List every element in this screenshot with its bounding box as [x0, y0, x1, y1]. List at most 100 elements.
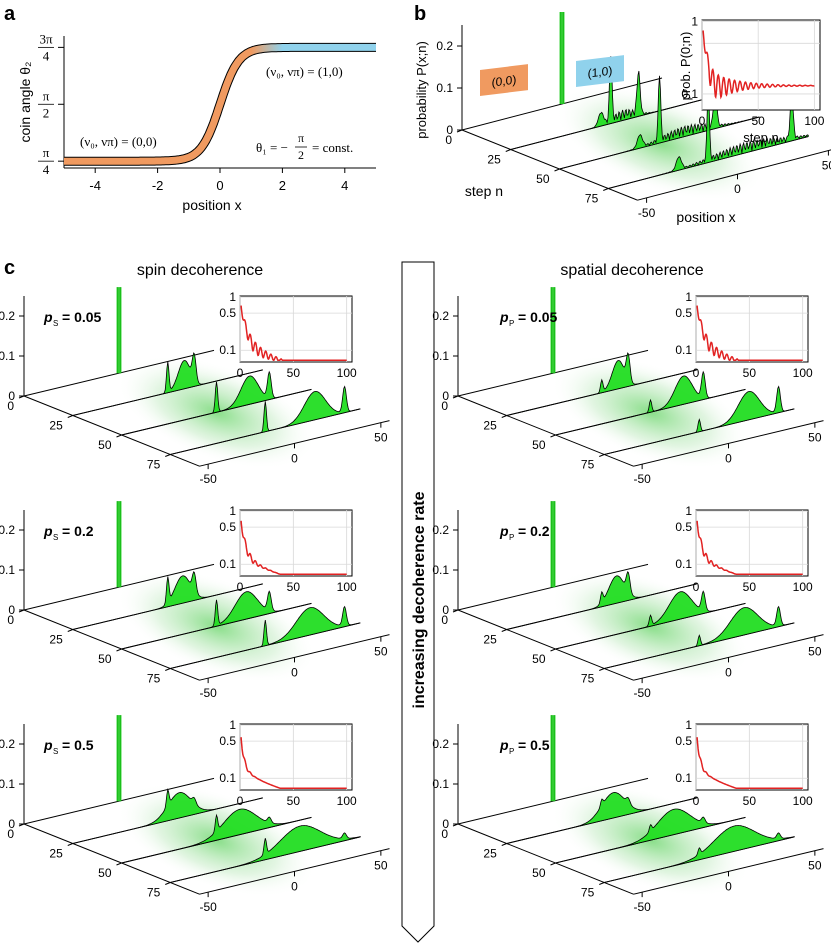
panel-b-x-tick-label: -50	[638, 206, 656, 220]
spin-1-p-symbol: p	[43, 523, 53, 539]
spatial-0-distribution-n25	[506, 352, 697, 416]
spin-2-n-tick-label: 75	[147, 886, 161, 900]
spin-2-inset-x-tick-label: 0	[237, 794, 244, 808]
spatial-2-p-value: = 0.5	[518, 737, 550, 753]
spatial-1-inset-x-tick-label: 100	[793, 580, 813, 594]
spatial-1-p-value: = 0.2	[518, 523, 550, 539]
panel-b-region-box-left	[480, 64, 528, 96]
spin-2-x-tick-label: -50	[199, 900, 217, 914]
spin-1-inset-y-tick-label: 1	[229, 504, 236, 518]
spatial-2-p-sub: P	[509, 747, 514, 756]
panel-b-ylabel: step n	[465, 183, 503, 199]
spin-2-p-symbol: p	[43, 737, 53, 753]
panel-b-inset-x-tick-label: 100	[804, 114, 824, 128]
panel-a-coin-angle-curve-fill	[62, 43, 378, 165]
spin-2-x-tick-label: 0	[291, 879, 298, 893]
spatial-2-inset-frame	[695, 723, 809, 791]
spatial-0-inset-x-tick-label: 0	[693, 366, 700, 380]
panel-b-inset-xlabel: step n	[743, 130, 778, 145]
spatial-2-n-tick-label: 75	[581, 886, 595, 900]
spatial-2-inset-x-tick-label: 0	[693, 794, 700, 808]
spatial-1-n-tick-label: 75	[581, 672, 595, 686]
spin-0-p-sub: S	[53, 319, 58, 328]
panel-a-label: a	[4, 3, 16, 25]
spin-2-inset-curve	[240, 737, 347, 789]
panel-b-n-tick-label: 25	[487, 153, 501, 167]
spin-2-n-tick	[67, 843, 73, 846]
spatial-2-inset-y-tick-label: 0.5	[675, 734, 692, 748]
panel-b-distribution-n50	[559, 75, 760, 170]
panel-c-label: c	[4, 257, 15, 279]
spatial-0-inset-x-tick-label: 100	[793, 366, 813, 380]
panel-b-n-tick-label: 75	[585, 192, 599, 206]
spin-2-n-tick	[18, 823, 25, 827]
spin-1-p-sub: S	[53, 533, 58, 542]
spin-0-distribution-n50	[121, 370, 312, 436]
decoherence-rate-arrow-label: increasing decoherence rate	[411, 491, 428, 708]
panel-b-zlabel: probability P(x;n)	[414, 41, 429, 139]
panel-b-x-tick-label: 50	[822, 159, 831, 173]
panel-b-z-tick-label: 0.1	[436, 81, 453, 95]
panel-a-y-tick-num: π	[43, 145, 50, 160]
panel-b-inset-curve	[702, 30, 815, 100]
spatial-1-n-tick	[550, 648, 556, 652]
spin-2-distribution-n25	[72, 787, 263, 844]
spin-2-n-tick	[116, 862, 122, 866]
spatial-0-n-tick-label: 50	[532, 438, 546, 452]
spin-0-x-tick-label: 0	[291, 451, 298, 465]
spin-0-n-tick-label: 75	[147, 458, 161, 472]
panel-a-y-tick-num: π	[43, 88, 50, 103]
spatial-2-z-tick-label: 0.2	[432, 737, 449, 751]
spatial-2-distribution-n25	[506, 791, 697, 844]
spatial-2-n-tick-label: 0	[441, 827, 448, 841]
spatial-1-inset-y-tick-label: 0.1	[675, 557, 692, 571]
spatial-1-inset-y-tick-label: 1	[685, 504, 692, 518]
spatial-2-x-tick-label: 0	[725, 879, 732, 893]
panel-a-y-tick-den: 2	[43, 105, 50, 120]
panel-a-x-tick-label: -4	[89, 178, 101, 193]
spin-2-inset-x-tick-label: 100	[337, 794, 357, 808]
spin-2-p-sub: S	[53, 747, 58, 756]
spatial-1-inset-curve	[696, 520, 803, 575]
spatial-0-distribution-n50	[555, 370, 746, 436]
spin-2-distribution-n75	[170, 825, 361, 883]
spatial-decoherence-title: spatial decoherence	[560, 262, 703, 279]
spin-1-n-tick-label: 25	[49, 633, 63, 647]
panel-a-theta1-label: θ₁ = −	[256, 140, 288, 155]
panel-b-inset-x-tick-label: 50	[752, 114, 766, 128]
spatial-0-n-tick-label: 0	[441, 399, 448, 413]
spatial-0-inset-x-tick-label: 50	[743, 366, 757, 380]
panel-b-n-tick-label: 50	[536, 172, 550, 186]
panel-b-region-label-right: (1,0)	[576, 55, 624, 87]
spatial-1-inset-x-tick-label: 50	[743, 580, 757, 594]
panel-b-label: b	[414, 3, 426, 25]
panel-a-xlabel: position x	[182, 197, 241, 213]
spin-2-z-tick-label: 0	[8, 817, 15, 831]
panel-a-theta1-frac-den: 2	[298, 148, 304, 162]
spin-1-p-value: = 0.2	[62, 523, 94, 539]
panel-a-y-tick-den: 4	[43, 48, 50, 63]
spin-0-inset-y-tick-label: 0.1	[219, 343, 236, 357]
spin-1-distribution-n75	[170, 605, 361, 669]
spin-0-inset-x-tick-label: 100	[337, 366, 357, 380]
spin-2-n-tick-label: 25	[49, 847, 63, 861]
spin-1-inset-x-tick-label: 50	[287, 580, 301, 594]
panel-b-inset-y-tick-label: 1	[691, 15, 698, 29]
spatial-0-x-tick-label: 50	[808, 431, 822, 445]
spin-0-n-tick	[18, 395, 25, 399]
spin-0-x-tick-label: -50	[199, 472, 217, 486]
spin-0-inset-y-tick-label: 1	[229, 290, 236, 304]
spatial-2-n-tick-label: 50	[532, 866, 546, 880]
spatial-0-n-tick-label: 75	[581, 458, 595, 472]
spin-1-inset-x-tick-label: 100	[337, 580, 357, 594]
spin-1-x-tick-label: -50	[199, 686, 217, 700]
panel-a-y-tick-den: 4	[43, 162, 50, 177]
spin-1-inset-y-tick-label: 0.5	[219, 520, 236, 534]
